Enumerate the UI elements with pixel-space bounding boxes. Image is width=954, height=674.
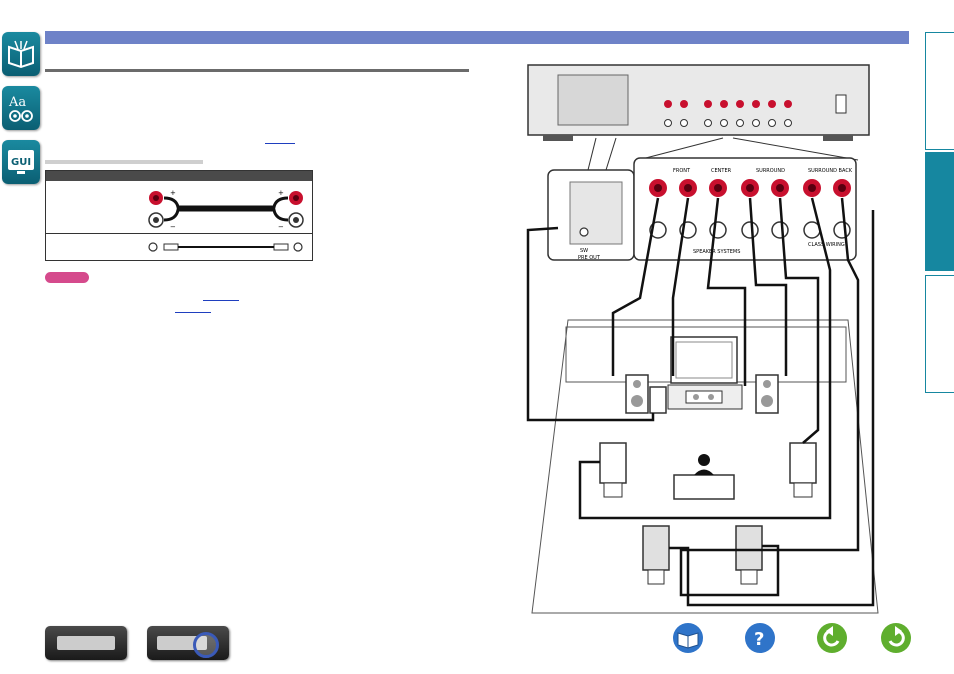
glossary-icon: Aa: [8, 95, 33, 122]
table-divider: [46, 233, 312, 234]
note-badge: [45, 272, 89, 283]
forward-button[interactable]: [880, 622, 912, 654]
gui-button[interactable]: GUI: [2, 140, 40, 184]
svg-text:SURROUND: SURROUND: [756, 168, 785, 174]
subwoofer-icon: [649, 386, 667, 414]
back-button[interactable]: [816, 622, 848, 654]
svg-text:+: +: [170, 189, 176, 197]
svg-text:SPEAKER SYSTEMS: SPEAKER SYSTEMS: [693, 249, 740, 255]
subheading-bar: [45, 160, 203, 164]
forward-icon: [881, 623, 911, 653]
svg-text:SW: SW: [580, 248, 588, 254]
manual-book-icon: [673, 623, 703, 653]
speaker-cables: [526, 197, 875, 607]
listener-icon: [698, 454, 710, 466]
glossary-button[interactable]: Aa: [2, 86, 40, 130]
manual-book-icon: [8, 40, 34, 69]
section-heading-rule: [45, 69, 469, 72]
help-icon: ?: [745, 623, 775, 653]
manual-book-button[interactable]: [2, 32, 40, 76]
manual-nav-button[interactable]: [672, 622, 704, 654]
rear-panel-terminals: [557, 74, 847, 127]
cable-illustrations: + − + −: [148, 189, 304, 252]
remote-thumbnail-button[interactable]: [147, 626, 229, 660]
tab-advanced-active[interactable]: [925, 152, 954, 271]
connection-table: + − + −: [45, 170, 313, 261]
svg-text:?: ?: [754, 629, 764, 650]
svg-text:CLASS WIRING: CLASS WIRING: [808, 242, 845, 248]
svg-text:−: −: [278, 223, 284, 231]
tab-basic[interactable]: [925, 32, 954, 150]
surround-left-speaker-icon: [789, 442, 817, 484]
svg-text:Aa: Aa: [8, 95, 26, 110]
page-reference-link[interactable]: [175, 312, 211, 313]
tab-information[interactable]: [925, 275, 954, 393]
gui-icon: GUI: [8, 150, 34, 174]
svg-text:GUI: GUI: [11, 157, 31, 168]
front-right-speaker-icon: [625, 374, 649, 414]
sofa-icon: [673, 474, 735, 500]
surround-right-speaker-icon: [599, 442, 627, 484]
help-button[interactable]: ?: [744, 622, 776, 654]
magnifier-icon: [193, 632, 219, 658]
svg-text:−: −: [170, 223, 176, 231]
front-left-speaker-icon: [755, 374, 779, 414]
svg-text:+: +: [278, 189, 284, 197]
svg-text:SURROUND BACK: SURROUND BACK: [808, 168, 853, 174]
receiver-front-icon: [57, 636, 115, 650]
page-reference-link[interactable]: [203, 300, 239, 301]
speaker-terminals-zoomed: FRONT CENTER SURROUND SURROUND BACK SPEA…: [673, 168, 853, 255]
surround-back-right-speaker-icon: [642, 525, 670, 571]
connection-table-header: [46, 171, 312, 181]
svg-text:PRE OUT: PRE OUT: [578, 255, 601, 261]
speaker-connection-diagram: SW PRE OUT FRONT CENTER SURROUND SURROUN…: [526, 64, 879, 614]
surround-back-left-speaker-icon: [735, 525, 763, 571]
back-icon: [817, 623, 847, 653]
page-reference-link[interactable]: [265, 143, 295, 144]
svg-text:FRONT: FRONT: [673, 168, 691, 174]
front-panel-thumbnail-button[interactable]: [45, 626, 127, 660]
header-bar: [45, 31, 909, 44]
svg-text:CENTER: CENTER: [711, 168, 732, 174]
